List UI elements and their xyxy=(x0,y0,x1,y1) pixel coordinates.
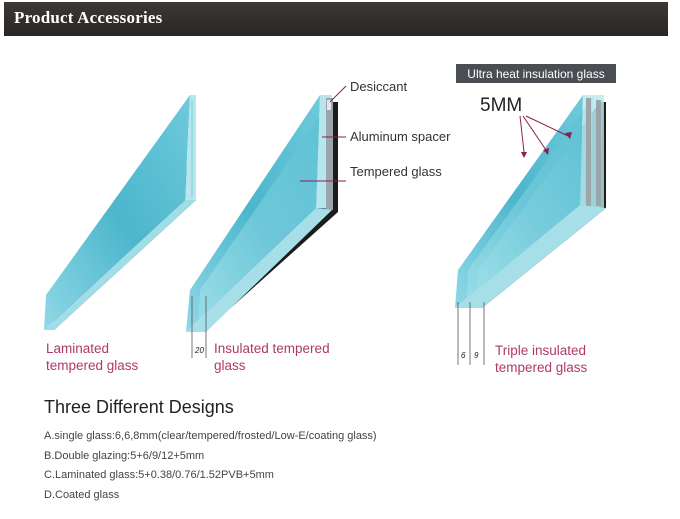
banner-label: Ultra heat insulation glass xyxy=(467,67,604,81)
thickness-arrow-1 xyxy=(519,115,525,153)
triple-glass-bottom xyxy=(455,205,606,308)
thickness-arrow-2 xyxy=(522,115,547,151)
desiccant-fill xyxy=(327,100,331,110)
insulated-glass-bottom xyxy=(186,208,332,332)
triple-dimension-b: 9 xyxy=(474,351,479,360)
desiccant-leader xyxy=(329,85,347,103)
thickness-arrowhead-3 xyxy=(565,132,572,139)
thickness-arrowhead-2 xyxy=(543,148,549,155)
laminated-glass-edge xyxy=(185,95,196,200)
header-bar: Product Accessories xyxy=(4,2,668,36)
insulated-glass-back xyxy=(198,98,332,332)
aluminum-spacer-bar xyxy=(326,98,333,210)
triple-panel: 6 9 xyxy=(455,95,606,365)
triple-dimension-a: 6 xyxy=(461,351,466,360)
triple-label-line2: tempered glass xyxy=(495,360,588,375)
designs-list: A.single glass:6,6,8mm(clear/tempered/fr… xyxy=(44,429,377,507)
design-item-c: C.Laminated glass:5+0.38/0.76/1.52PVB+5m… xyxy=(44,469,274,481)
design-item-b: B.Double glazing:5+6/9/12+5mm xyxy=(44,449,205,462)
page-title: Product Accessories xyxy=(14,8,163,27)
insulated-panel: 20 xyxy=(186,95,338,358)
desiccant-label: Desiccant xyxy=(350,79,407,94)
insulated-label-line2: glass xyxy=(214,358,246,373)
laminated-label-line2: tempered glass xyxy=(46,358,139,373)
thickness-arrowhead-1 xyxy=(521,152,527,158)
laminated-glass-front xyxy=(44,95,190,330)
design-item-d: D.Coated glass xyxy=(44,488,120,501)
aluminum-spacer-label: Aluminum spacer xyxy=(350,129,451,144)
laminated-panel xyxy=(44,95,196,330)
triple-label-line1: Triple insulated xyxy=(495,343,586,358)
design-item-a: A.single glass:6,6,8mm(clear/tempered/fr… xyxy=(44,430,377,442)
insulated-dimension: 20 xyxy=(194,346,204,355)
designs-heading: Three Different Designs xyxy=(44,397,234,417)
glass-diagram: 20 6 9 Desiccant Aluminum spacer Tempere… xyxy=(44,64,616,375)
triple-spacer-2 xyxy=(596,100,601,206)
tempered-glass-label: Tempered glass xyxy=(350,164,442,179)
triple-glass-back xyxy=(476,100,603,308)
laminated-label-line1: Laminated xyxy=(46,341,109,356)
thickness-arrow-3 xyxy=(525,115,569,137)
laminated-glass-bottom xyxy=(44,200,196,330)
thickness-label: 5MM xyxy=(480,95,522,116)
insulated-label-line1: Insulated tempered xyxy=(214,341,330,356)
triple-spacer-1 xyxy=(586,98,591,206)
banner-box xyxy=(456,64,616,83)
